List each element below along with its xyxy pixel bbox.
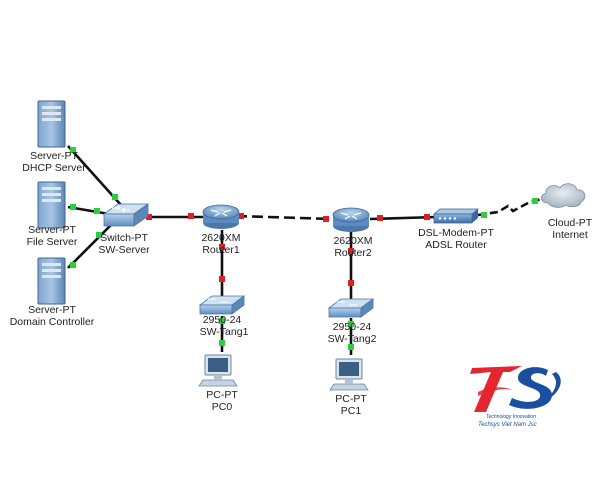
pc-icon: [329, 358, 369, 391]
device-name-label: PC1: [341, 405, 362, 417]
cloud-icon: [540, 183, 586, 208]
pc-icon: [198, 354, 238, 387]
device-model-label: Server-PT: [28, 224, 76, 236]
server-dhcp[interactable]: Server-PT DHCP Server: [22, 100, 86, 174]
port-down: [146, 214, 152, 220]
device-name-label: DHCP Server: [22, 162, 86, 174]
port-down: [219, 276, 225, 282]
port-up: [112, 194, 118, 200]
port-up: [94, 208, 100, 214]
switch-sw-tang2[interactable]: 2950-24 SW-Tang2: [327, 298, 377, 345]
link-router1-router2: [235, 214, 333, 221]
device-model-label: 2620XM: [333, 235, 372, 247]
server-icon: [37, 181, 66, 229]
modem-icon: [432, 208, 480, 224]
logo-mark: [470, 366, 561, 412]
techsys-logo: Technology Innovation Techsys Viet Nam J…: [470, 366, 561, 428]
server-domain-controller[interactable]: Server-PT Domain Controller: [10, 257, 95, 328]
switch-icon: [327, 298, 375, 318]
device-model-label: PC-PT: [206, 389, 238, 401]
port-down: [377, 215, 383, 221]
device-model-label: PC-PT: [335, 393, 367, 405]
port-up: [532, 198, 538, 204]
cloud-internet[interactable]: Cloud-PT Internet: [540, 183, 593, 241]
device-name-label: Internet: [552, 229, 588, 241]
port-down: [348, 248, 354, 254]
device-name-label: SW-Tang2: [328, 333, 377, 345]
device-name-label: SW-Tang1: [200, 326, 249, 338]
device-name-label: ADSL Router: [425, 239, 487, 251]
device-model-label: Switch-PT: [100, 232, 148, 244]
logo-tagline: Techsys Viet Nam Jsc: [478, 422, 537, 428]
device-name-label: SW-Server: [98, 244, 150, 256]
router-icon: [202, 204, 240, 229]
modem-adsl-router[interactable]: DSL-Modem-PT ADSL Router: [418, 208, 495, 251]
port-down: [188, 213, 194, 219]
device-model-label: Server-PT: [30, 150, 78, 162]
router-router1[interactable]: 2620XM Router1: [201, 204, 241, 256]
device-model-label: Cloud-PT: [548, 217, 593, 229]
device-name-label: PC0: [212, 401, 233, 413]
port-down: [238, 213, 244, 219]
logo-small-text: Technology Innovation: [486, 414, 536, 420]
port-up: [219, 340, 225, 346]
device-model-label: 2950-24: [203, 314, 242, 326]
port-indicators: [70, 147, 538, 350]
device-model-label: DSL-Modem-PT: [418, 227, 494, 239]
switch-sw-tang1[interactable]: 2950-24 SW-Tang1: [198, 295, 249, 338]
device-name-label: Router2: [334, 247, 372, 259]
port-up: [96, 232, 102, 238]
device-model-label: Server-PT: [28, 304, 76, 316]
port-up: [70, 262, 76, 268]
port-down: [348, 280, 354, 286]
port-down: [323, 216, 329, 222]
port-up: [70, 147, 76, 153]
router-icon: [332, 207, 370, 232]
device-name-label: File Server: [27, 236, 78, 248]
pc-pc1[interactable]: PC-PT PC1: [329, 358, 369, 417]
port-up: [348, 344, 354, 350]
device-name-label: Router1: [202, 244, 240, 256]
port-up: [348, 321, 354, 327]
switch-icon: [102, 203, 150, 227]
server-file[interactable]: Server-PT File Server: [27, 181, 78, 248]
port-up: [219, 318, 225, 324]
switch-icon: [198, 295, 246, 315]
port-down: [424, 214, 430, 220]
router-router2[interactable]: 2620XM Router2: [332, 207, 373, 259]
device-model-label: 2950-24: [333, 321, 372, 333]
switch-sw-server[interactable]: Switch-PT SW-Server: [98, 203, 150, 256]
device-name-label: Domain Controller: [10, 316, 95, 328]
server-icon: [37, 100, 66, 148]
link-dc-swserver: [67, 223, 113, 269]
device-model-label: 2620XM: [201, 232, 240, 244]
port-up: [481, 212, 487, 218]
server-icon: [37, 257, 66, 305]
port-up: [70, 204, 76, 210]
port-down: [219, 244, 225, 250]
pc-pc0[interactable]: PC-PT PC0: [198, 354, 238, 413]
